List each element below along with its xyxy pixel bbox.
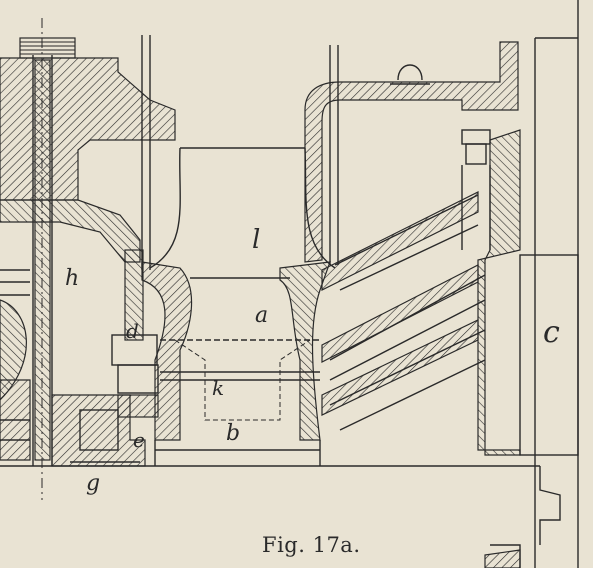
label-g: g (86, 471, 100, 496)
hatched-sections (0, 37, 521, 568)
label-e: e (133, 428, 145, 452)
figure-caption: Fig. 17a. (262, 533, 361, 557)
label-a: a (255, 303, 268, 328)
label-c: c (543, 315, 560, 350)
label-l: l (252, 225, 260, 255)
label-b: b (226, 421, 240, 446)
label-d: d (126, 319, 139, 343)
label-h: h (65, 266, 79, 291)
label-k: k (212, 376, 224, 400)
